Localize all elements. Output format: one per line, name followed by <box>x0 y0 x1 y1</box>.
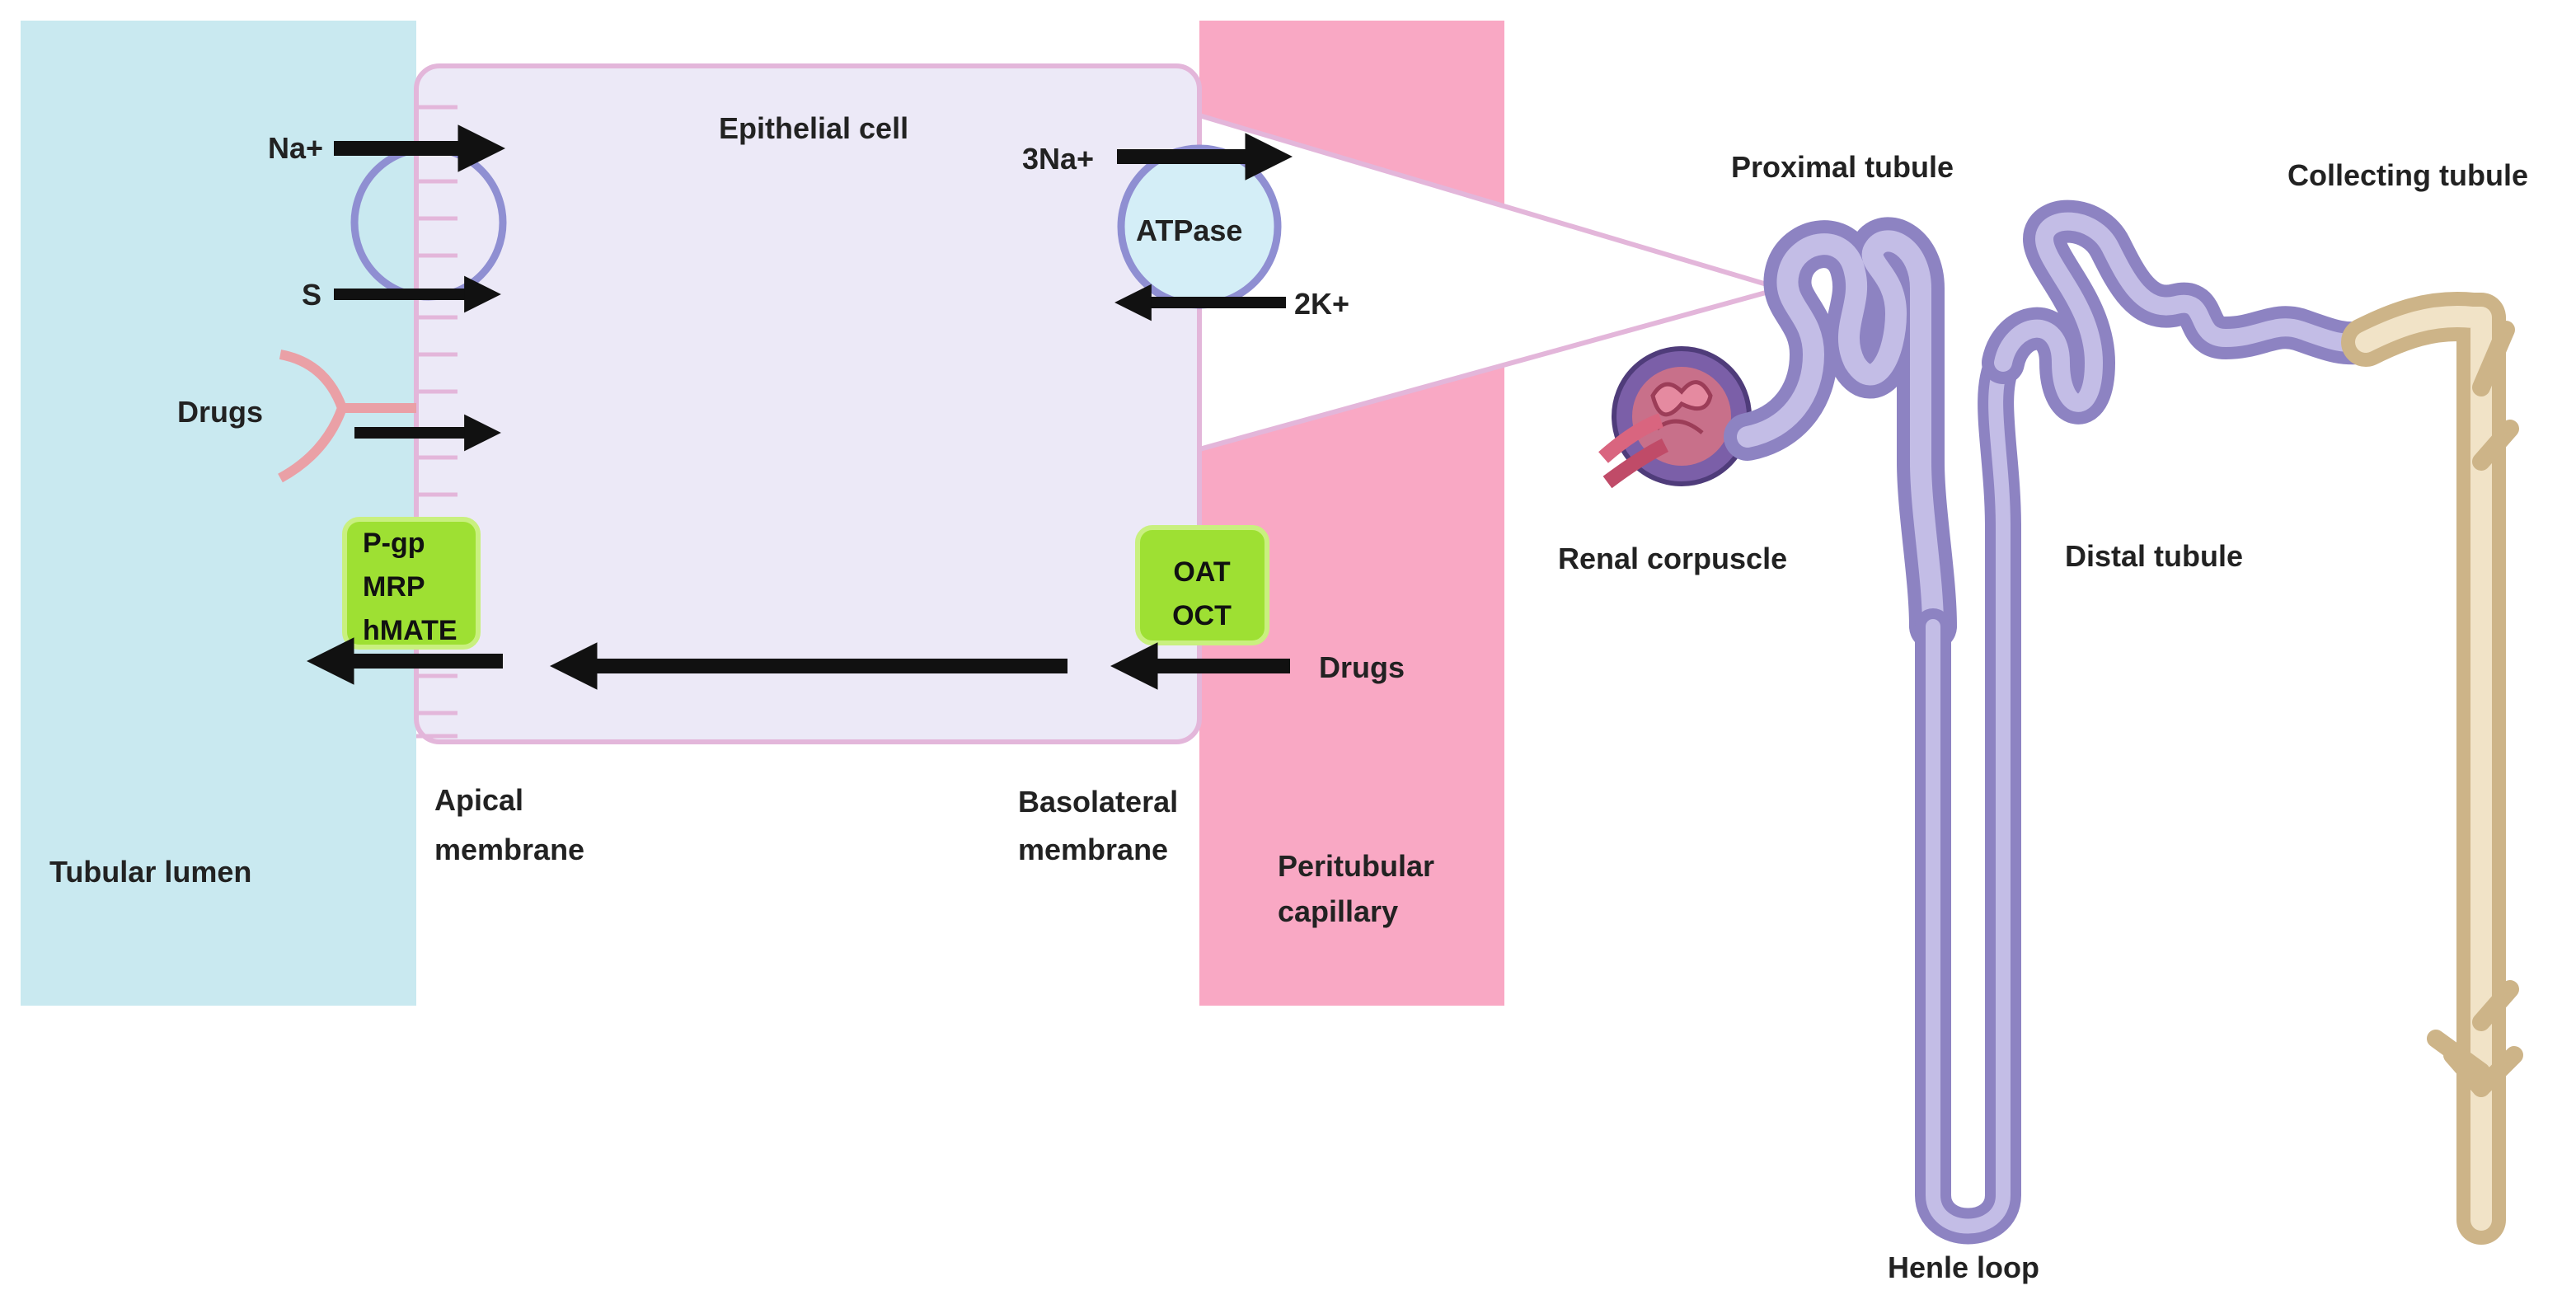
apical-label-line2: membrane <box>434 833 584 866</box>
drug-receptor <box>278 350 416 483</box>
three-na-label: 3Na+ <box>1022 142 1094 176</box>
basolateral-transporter-1: OAT <box>1173 556 1230 588</box>
distal-tubule-label: Distal tubule <box>2065 539 2243 573</box>
proximal-tubule-label: Proximal tubule <box>1731 150 1954 184</box>
na-label: Na+ <box>268 131 323 165</box>
renal-corpuscle <box>1598 346 1752 489</box>
tubular-lumen-label: Tubular lumen <box>49 855 251 889</box>
nephron <box>1598 199 2523 1245</box>
peritubular-label-line1: Peritubular <box>1278 849 1434 883</box>
basolateral-transporter-box[interactable] <box>1135 525 1269 645</box>
drugs-lumen-label: Drugs <box>177 395 263 429</box>
apical-transporter-1: P-gp <box>363 528 425 559</box>
henle-loop-label: Henle loop <box>1888 1250 2039 1284</box>
drugs-blood-label: Drugs <box>1319 650 1405 684</box>
apical-transporter-3: hMATE <box>363 615 457 646</box>
renal-corpuscle-label: Renal corpuscle <box>1558 542 1787 575</box>
epithelial-cell-label: Epithelial cell <box>719 111 908 145</box>
two-k-label: 2K+ <box>1294 287 1349 321</box>
tubular-lumen-region <box>21 21 416 1006</box>
apical-transporter-box[interactable] <box>342 517 481 650</box>
collecting-tubule <box>2341 292 2523 1245</box>
basolateral-transporter-2: OCT <box>1172 600 1232 631</box>
basolateral-label-line2: membrane <box>1018 833 1168 866</box>
peritubular-label-line2: capillary <box>1278 894 1398 928</box>
basolateral-label-line1: Basolateral <box>1018 785 1178 819</box>
apical-transporter-2: MRP <box>363 571 425 603</box>
s-label: S <box>302 278 321 312</box>
atpase-label: ATPase <box>1136 213 1242 247</box>
collecting-tubule-label: Collecting tubule <box>2287 158 2528 192</box>
apical-label-line1: Apical <box>434 783 523 817</box>
